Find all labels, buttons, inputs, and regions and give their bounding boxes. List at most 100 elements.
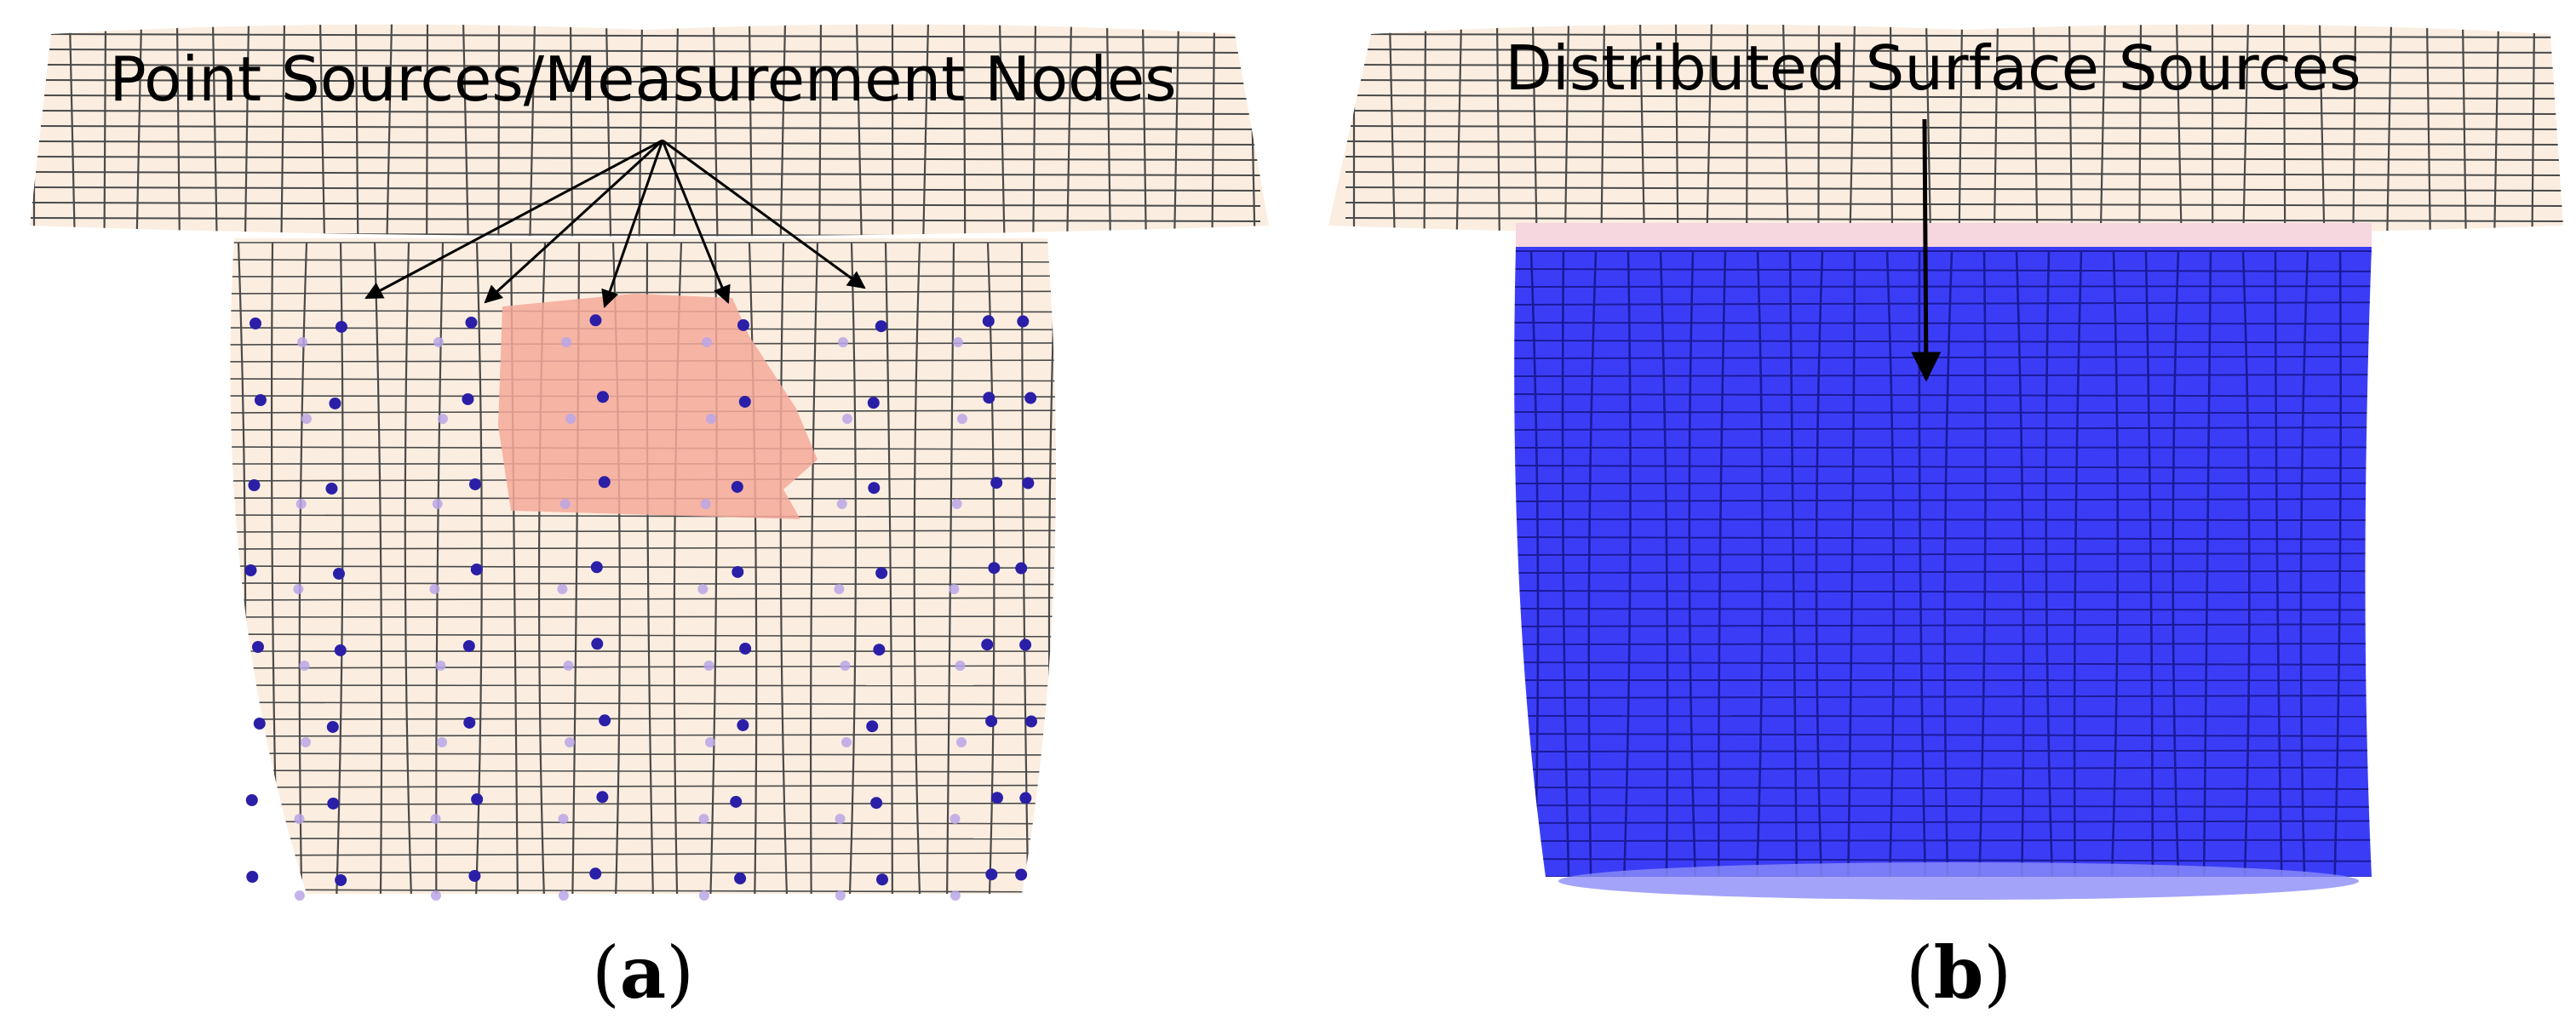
back-node: [949, 584, 960, 594]
back-node: [301, 414, 312, 424]
measurement-node: [867, 397, 880, 409]
grid-line: [1815, 250, 1824, 877]
grid-line: [1717, 250, 1727, 877]
grid-line: [1032, 24, 1037, 237]
grid-line: [1514, 623, 2372, 627]
back-node: [703, 661, 714, 671]
measurement-node: [868, 482, 881, 495]
measurement-node: [334, 644, 347, 656]
measurement-node: [589, 314, 602, 327]
measurement-node: [985, 715, 998, 728]
grid-line: [2333, 250, 2343, 877]
measurement-node: [734, 872, 747, 884]
grid-line: [2531, 24, 2536, 237]
grid-line: [1885, 250, 1896, 877]
surface-grid-b: [1514, 250, 2372, 877]
grid-line: [1514, 426, 2372, 431]
measurement-node: [1022, 477, 1035, 489]
measurement-node: [731, 480, 743, 493]
grid-line: [2570, 21, 2575, 247]
grid-line: [2099, 24, 2107, 237]
back-node: [433, 337, 444, 347]
measurement-node: [244, 564, 257, 576]
measurement-node: [730, 795, 743, 808]
grid-line: [569, 24, 574, 237]
grid-line: [809, 242, 819, 894]
grid-line: [2045, 250, 2054, 877]
measurement-node: [591, 638, 604, 650]
grid-line: [230, 733, 1056, 737]
measurement-node: [983, 392, 995, 404]
measurement-node: [327, 797, 340, 810]
back-node: [432, 499, 443, 509]
grid-line: [230, 770, 1056, 773]
measurement-node: [1024, 392, 1037, 404]
measurement-node: [463, 716, 476, 729]
grid-line: [2493, 24, 2500, 237]
grid-line: [1514, 695, 2372, 699]
back-node: [563, 661, 574, 671]
grid-line: [230, 838, 1056, 840]
measurement-node: [866, 720, 879, 733]
back-node: [838, 337, 848, 347]
grid-line: [373, 242, 383, 894]
grid-line: [230, 275, 1056, 278]
grid-line: [1514, 374, 2372, 377]
back-node: [697, 584, 709, 594]
back-node: [950, 890, 961, 901]
back-node: [951, 499, 962, 509]
grid-line: [1173, 24, 1180, 237]
grid-line: [1561, 250, 1570, 877]
grid-line: [2425, 24, 2432, 237]
back-node: [950, 814, 961, 824]
grid-line: [1531, 24, 1538, 237]
back-node: [841, 414, 852, 424]
grid-line: [230, 665, 1056, 669]
back-node: [295, 499, 307, 509]
measurement-node: [250, 318, 261, 329]
grid-line: [1065, 24, 1073, 237]
measurement-node: [875, 567, 888, 580]
measurement-node: [1024, 715, 1037, 728]
grid-line: [30, 125, 1261, 130]
grid-line: [230, 546, 1056, 550]
grid-line: [1514, 536, 2372, 541]
grid-line: [2371, 250, 2372, 877]
grid-line: [298, 242, 308, 894]
grid-line: [1514, 301, 2372, 306]
grid-line: [1455, 24, 1463, 237]
back-node: [955, 661, 966, 671]
grid-line: [2241, 24, 2250, 237]
grid-line: [884, 242, 893, 894]
measurement-node: [875, 873, 888, 886]
measurement-node: [1019, 792, 1032, 804]
back-node: [840, 661, 851, 671]
grid-line: [230, 752, 1056, 756]
grid-line: [855, 24, 863, 237]
measurement-nodes: [244, 314, 1037, 901]
grid-line: [712, 24, 719, 237]
back-node: [564, 737, 575, 747]
grid-line: [1638, 24, 1646, 237]
grid-line: [1345, 33, 2563, 38]
grid-line: [230, 615, 1056, 618]
grid-line: [1514, 393, 2372, 398]
arrow-a-5: [662, 139, 866, 289]
grid-line: [2110, 250, 2120, 877]
grid-line: [68, 24, 77, 237]
measurement-node: [462, 392, 474, 405]
measurement-node: [870, 797, 883, 810]
back-node: [705, 414, 716, 424]
back-node: [558, 890, 569, 901]
grid-line: [230, 701, 1056, 706]
back-node: [834, 584, 845, 594]
grid-line: [2015, 250, 2025, 877]
back-node: [436, 737, 447, 747]
measurement-node: [988, 562, 1001, 575]
grid-line: [230, 290, 1056, 295]
back-node: [835, 890, 846, 901]
measurement-node: [1015, 868, 1028, 881]
source-patch: [498, 294, 818, 519]
grid-line: [435, 242, 445, 894]
grid-line: [1600, 24, 1606, 237]
